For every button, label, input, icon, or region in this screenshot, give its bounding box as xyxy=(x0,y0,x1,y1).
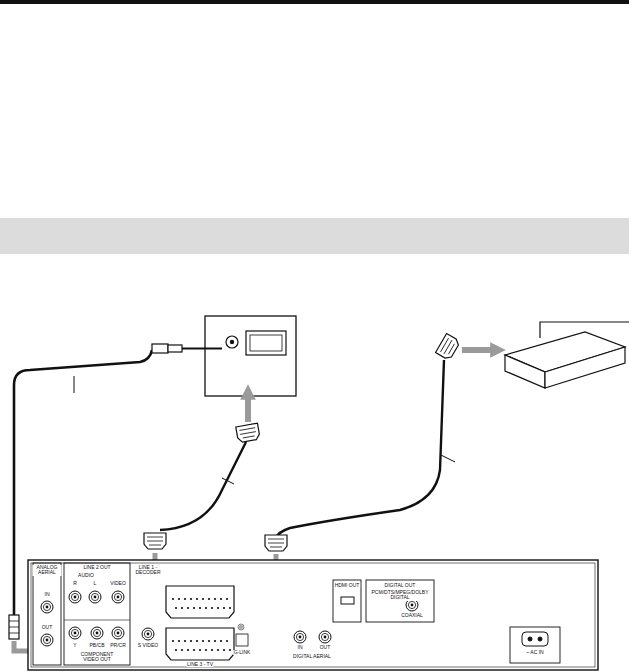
pin-dot xyxy=(193,649,195,651)
pin-dot xyxy=(214,640,216,642)
pin-dot xyxy=(199,649,201,651)
panel-label: COMPONENT VIDEO OUT xyxy=(77,652,118,663)
panel-label: PB/CB xyxy=(89,643,105,648)
pin-dot xyxy=(181,649,183,651)
panel-label: G-LINK xyxy=(233,650,251,655)
decoder-unit xyxy=(505,322,629,388)
pin-dot xyxy=(229,649,231,651)
pin-dot xyxy=(211,607,213,609)
panel-label: DIGITAL AERIAL xyxy=(293,654,332,659)
pin-dot xyxy=(217,649,219,651)
panel-label: Y xyxy=(73,643,77,648)
connect-arrow xyxy=(462,347,498,353)
pin-dot xyxy=(187,607,189,609)
pin-dot xyxy=(205,649,207,651)
pin-dot xyxy=(211,649,213,651)
panel-label: IN xyxy=(297,645,303,650)
pin-dot xyxy=(193,607,195,609)
pin-dot xyxy=(214,598,216,600)
pin-dot xyxy=(175,607,177,609)
pin-dot xyxy=(205,607,207,609)
pin-dot xyxy=(187,649,189,651)
panel-label: ANALOG AERIAL xyxy=(33,565,62,576)
panel-label: VIDEO xyxy=(110,581,127,586)
pin-dot xyxy=(172,640,174,642)
pin-dot xyxy=(199,607,201,609)
panel-label: LINE 3 - TV xyxy=(186,662,213,667)
pin-dot xyxy=(226,640,228,642)
pin-dot xyxy=(223,649,225,651)
pin-dot xyxy=(229,607,231,609)
pin-dot xyxy=(202,598,204,600)
panel-label: PCM/DTS/MPEG/DOLBY DIGITAL xyxy=(369,590,432,601)
panel-label: HDMI OUT xyxy=(334,583,360,588)
pin-dot xyxy=(208,598,210,600)
pin-dot xyxy=(175,649,177,651)
tv-set xyxy=(205,316,296,396)
top-rule xyxy=(0,0,629,4)
panel-label: L xyxy=(93,581,97,586)
pin-dot xyxy=(178,640,180,642)
pin-dot xyxy=(184,640,186,642)
panel-label: ~ AC IN xyxy=(526,650,544,655)
panel-label: COAXIAL xyxy=(401,613,424,618)
panel-jacks xyxy=(41,591,418,646)
pin-dot xyxy=(178,598,180,600)
pin-dot xyxy=(208,640,210,642)
pin-dot xyxy=(226,598,228,600)
pin-dot xyxy=(223,607,225,609)
pin-dot xyxy=(184,598,186,600)
scart-cable-decoder xyxy=(265,333,460,551)
pin-dot xyxy=(190,598,192,600)
pin-dot xyxy=(172,598,174,600)
pin-dot xyxy=(181,607,183,609)
panel-label: PR/CR xyxy=(110,643,127,648)
panel-label: AUDIO xyxy=(78,573,95,578)
pin-dot xyxy=(196,640,198,642)
panel-label: IN xyxy=(44,592,50,597)
scart-pins xyxy=(172,598,231,651)
panel-label: LINE 1 - DECODER xyxy=(133,565,164,576)
pin-dot xyxy=(220,640,222,642)
section-band xyxy=(0,218,629,254)
panel-label: OUT xyxy=(41,625,53,630)
scart-cable-tv xyxy=(144,392,260,549)
panel-label: DIGITAL OUT xyxy=(384,583,416,588)
pin-dot xyxy=(190,640,192,642)
panel-label: OUT xyxy=(319,645,331,650)
panel-label: LINE 2 OUT xyxy=(83,565,111,570)
pin-dot xyxy=(202,640,204,642)
panel-label: S VIDEO xyxy=(137,643,158,648)
pin-dot xyxy=(220,598,222,600)
rear-panel xyxy=(28,560,598,670)
pin-dot xyxy=(217,607,219,609)
panel-label: R xyxy=(73,581,78,586)
pin-dot xyxy=(196,598,198,600)
